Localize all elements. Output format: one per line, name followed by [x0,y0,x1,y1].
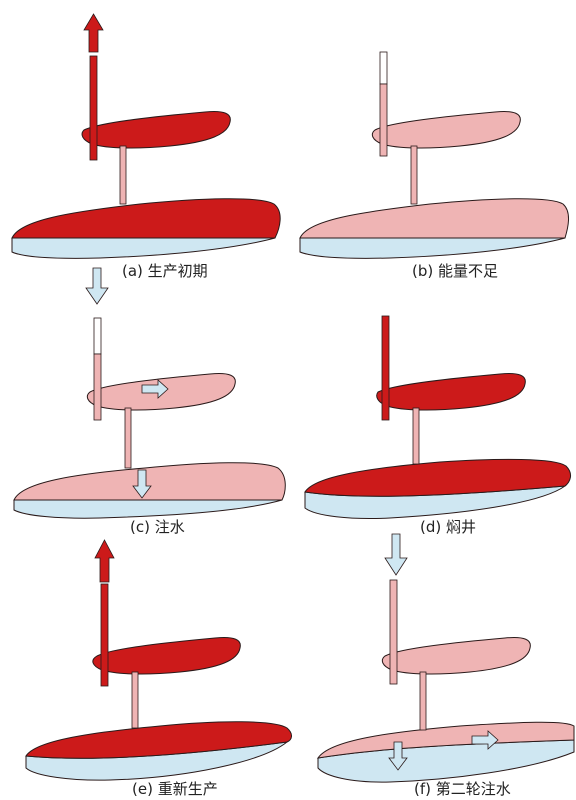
production-arrow-up [84,14,103,52]
well-pipe-lower [132,672,138,728]
upper-reservoir [372,111,520,148]
caption-b: (b) 能量不足 [412,262,498,280]
water-zone [300,238,565,258]
well-pipe-upper [382,316,389,420]
upper-reservoir [82,111,230,148]
caption-e: (e) 重新生产 [132,780,218,798]
water-zone [12,238,275,258]
panel-d: (d) 焖井 [305,316,571,536]
panel-c: (c) 注水 [14,318,285,536]
lower-reservoir [300,199,569,238]
transition-arrow-down [385,534,407,575]
panel-a: (a) 生产初期 [12,14,280,280]
caption-c: (c) 注水 [130,518,185,536]
well-pipe-upper [101,584,108,686]
panel-f: (f) 第二轮注水 [318,580,574,798]
well-pipe-upper [380,84,387,156]
well-pipe-lower [120,146,126,204]
lower-reservoir [14,463,285,500]
upper-reservoir [382,637,530,674]
upper-reservoir [377,373,526,410]
well-pipe-lower [125,408,131,468]
production-arrow-up [95,540,114,582]
lower-reservoir [12,199,280,238]
water-zone [14,500,282,518]
panel-b: (b) 能量不足 [300,52,569,280]
well-pipe-upper [390,580,397,684]
caption-f: (f) 第二轮注水 [414,780,511,798]
well-pipe-lower [420,672,426,730]
caption-a: (a) 生产初期 [122,262,208,280]
well-pipe-upper-empty [94,318,101,354]
caption-d: (d) 焖井 [420,518,476,536]
well-pipe-lower [413,408,419,464]
well-pipe-upper [94,354,101,420]
well-pipe-upper-empty [380,52,387,84]
well-pipe-lower [411,146,417,204]
upper-reservoir [93,637,240,674]
transition-arrow-down [86,268,108,304]
panel-e: (e) 重新生产 [26,540,292,798]
well-pipe-upper [90,56,97,160]
